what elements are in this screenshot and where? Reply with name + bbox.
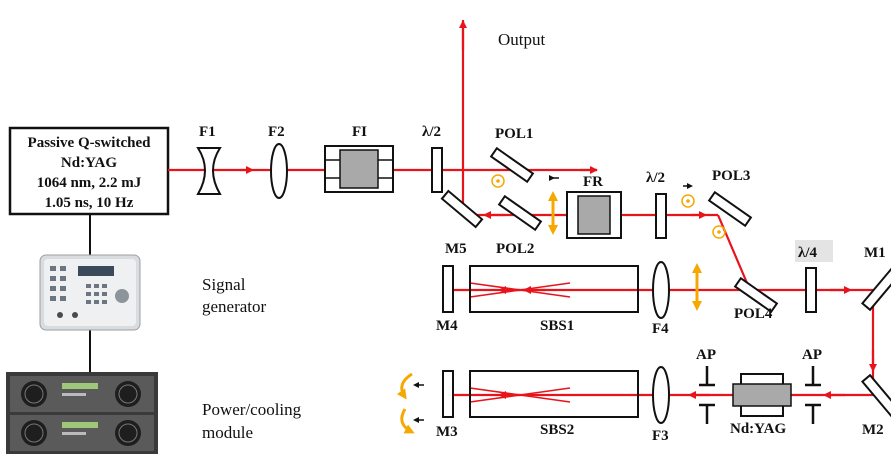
hwp1-label: λ/2 [422, 124, 441, 140]
small-direction-arrow-icon [683, 183, 693, 189]
sbs-focus-cones [470, 283, 570, 402]
faraday-isolator [325, 146, 393, 192]
f4-label: F4 [652, 321, 669, 337]
qwp-label: λ/4 [798, 245, 818, 261]
f3-label: F3 [652, 428, 669, 444]
ap2-label: AP [802, 347, 822, 363]
pol3-label: POL3 [712, 168, 750, 184]
m4-label: M4 [436, 318, 458, 334]
sbs2-label: SBS2 [540, 422, 574, 438]
f2-convex-lens [271, 144, 287, 198]
power-cooling-module-icon [6, 372, 158, 454]
beam-direction-arrows [240, 22, 873, 395]
function-generator-device-icon [40, 255, 140, 330]
mirror-m3 [443, 371, 453, 417]
rotation-arrow-icon [402, 374, 412, 432]
m5-label: M5 [445, 241, 467, 257]
small-direction-arrow-icon [413, 382, 424, 423]
pol4-label: POL4 [734, 306, 773, 322]
source-line-3: 1064 nm, 2.2 mJ [37, 175, 142, 191]
polarization-dot-icon [713, 226, 725, 238]
half-wave-plate-2 [656, 194, 666, 238]
signal-generator-label-1: Signal [202, 275, 246, 294]
fi-label: FI [352, 124, 367, 140]
fr-label: FR [583, 174, 603, 190]
power-cooling-label-2: module [202, 423, 253, 442]
faraday-rotator [567, 192, 621, 238]
f2-label: F2 [268, 124, 285, 140]
ndyag-label: Nd:YAG [730, 421, 786, 437]
power-cooling-label-1: Power/cooling [202, 400, 302, 419]
laser-source: Passive Q-switched Nd:YAG 1064 nm, 2.2 m… [10, 128, 168, 214]
quarter-wave-plate [806, 268, 816, 312]
m1-label: M1 [864, 245, 886, 261]
output-label: Output [498, 30, 546, 49]
mirror-m4 [443, 266, 453, 312]
polarization-dot-icon [682, 195, 694, 207]
polarizer-pol2 [499, 196, 541, 229]
f4-convex-lens [653, 262, 669, 318]
source-line-2: Nd:YAG [61, 155, 117, 171]
source-line-1: Passive Q-switched [28, 135, 152, 151]
polarizer-pol1 [491, 148, 533, 181]
polarization-dot-icon [492, 175, 504, 187]
signal-generator-label-2: generator [202, 297, 267, 316]
f1-label: F1 [199, 124, 216, 140]
hwp2-label: λ/2 [646, 170, 665, 186]
ap1-label: AP [696, 347, 716, 363]
m2-label: M2 [862, 422, 884, 438]
source-line-4: 1.05 ns, 10 Hz [45, 195, 134, 211]
polarizer-pol3 [709, 192, 751, 225]
m3-label: M3 [436, 424, 458, 440]
ndyag-amplifier-rod [733, 374, 791, 416]
half-wave-plate-1 [432, 148, 442, 192]
pol1-label: POL1 [495, 126, 533, 142]
small-direction-arrow-icon [549, 175, 559, 181]
sbs1-label: SBS1 [540, 318, 574, 334]
pol2-label: POL2 [496, 241, 534, 257]
f3-convex-lens [653, 367, 669, 423]
